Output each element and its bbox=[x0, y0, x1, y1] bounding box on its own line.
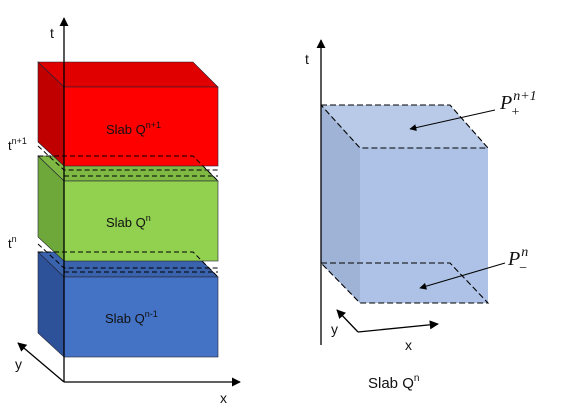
label-p-plus: Pn+1+ bbox=[499, 89, 537, 120]
right-slab-diagram: t x y Pn+1+ Pn− Slab Qn bbox=[305, 39, 537, 392]
left-stack-diagram: Slab Qn-1 Slab Qn Slab Qn+1 bbox=[8, 17, 241, 406]
left-t-axis-label: t bbox=[50, 25, 54, 41]
left-x-axis-label: x bbox=[220, 390, 227, 406]
right-caption: Slab Qn bbox=[368, 373, 419, 392]
plane-p-plus-outline bbox=[320, 104, 490, 149]
right-y-axis bbox=[336, 309, 359, 333]
slab-bottom-label: Slab Qn-1 bbox=[105, 309, 158, 326]
right-y-axis-label: y bbox=[331, 321, 338, 337]
left-y-axis bbox=[17, 342, 65, 383]
right-slab-front-face bbox=[360, 148, 488, 303]
plane-p-minus-outline bbox=[320, 262, 490, 304]
slab-middle-label: Slab Qn bbox=[106, 213, 151, 230]
right-x-axis bbox=[357, 320, 439, 333]
slab-bottom-front-face bbox=[63, 276, 219, 358]
slab-top-top-face bbox=[37, 61, 219, 88]
slab-middle-front-face bbox=[63, 180, 219, 262]
right-x-axis-label: x bbox=[405, 337, 412, 353]
right-slab-side-face bbox=[321, 105, 360, 303]
slab-top: Slab Qn+1 bbox=[37, 61, 219, 167]
slab-middle: Slab Qn bbox=[37, 155, 219, 262]
slab-top-label: Slab Qn+1 bbox=[106, 120, 161, 137]
left-y-axis-label: y bbox=[15, 356, 22, 372]
arrow-p-minus bbox=[419, 262, 506, 290]
right-t-axis-label: t bbox=[305, 51, 309, 67]
label-t-n: tn bbox=[8, 234, 17, 251]
label-p-minus: Pn− bbox=[507, 245, 528, 276]
arrow-p-plus bbox=[409, 109, 496, 132]
slab-top-front-face bbox=[63, 86, 219, 167]
label-t-n-plus-1: tn+1 bbox=[8, 136, 27, 153]
